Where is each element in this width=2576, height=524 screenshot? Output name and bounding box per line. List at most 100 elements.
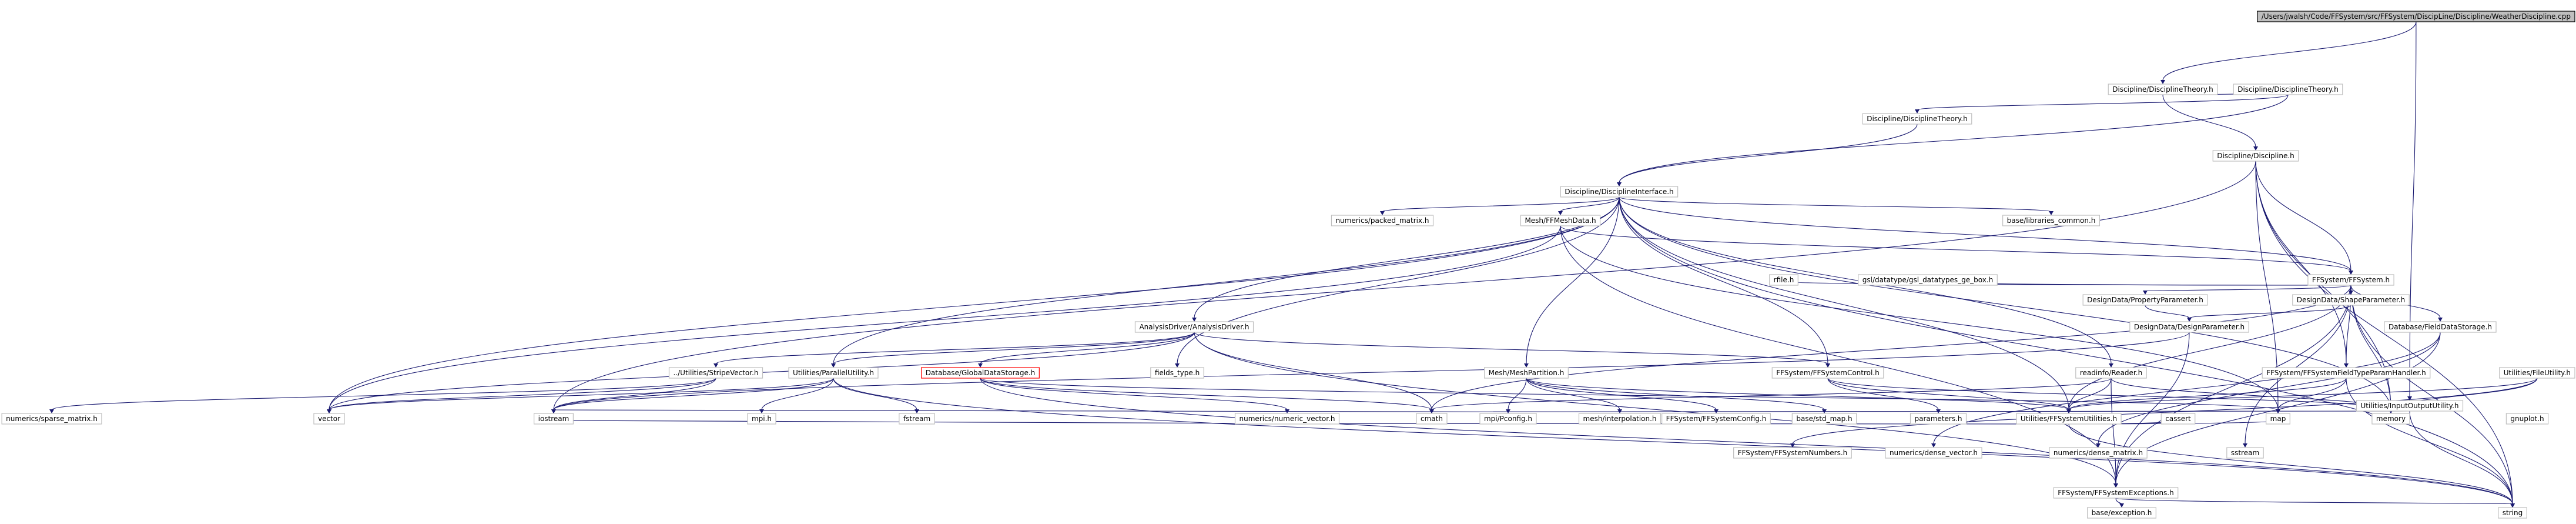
graph-node-ffsystem-ffsystemnumbers-h[interactable]: FFSystem/FFSystemNumbers.h (1733, 447, 1852, 459)
graph-edge-arrowhead (49, 409, 54, 413)
graph-node-label: numerics/dense_vector.h (1890, 449, 1978, 457)
graph-node-label: DesignData/ShapeParameter.h (2297, 296, 2405, 304)
graph-node-label: Discipline/Discipline.h (2217, 152, 2294, 160)
graph-edge (1508, 378, 1527, 410)
graph-node-database-fielddatastorage-h[interactable]: Database/FieldDataStorage.h (2384, 321, 2497, 333)
graph-edge (761, 378, 834, 410)
graph-node-base-std-map-h[interactable]: base/std_map.h (1791, 413, 1857, 425)
graph-node-numerics-dense-matrix-h[interactable]: numerics/dense_matrix.h (2049, 447, 2148, 459)
graph-node-memory[interactable]: memory (2371, 413, 2410, 425)
graph-edge (2346, 378, 2513, 505)
graph-node-parameters-h[interactable]: parameters.h (1910, 413, 1967, 425)
graph-node-utilities-ffsystemutilities-h[interactable]: Utilities/FFSystemUtilities.h (2016, 413, 2122, 425)
graph-node-label: memory (2376, 415, 2406, 423)
graph-node-ffsystem-ffsystem-h[interactable]: FFSystem/FFSystem.h (2307, 274, 2394, 286)
graph-node-base-exception-h[interactable]: base/exception.h (2087, 507, 2156, 519)
graph-edge-arrowhead (1192, 318, 1197, 322)
graph-node-label: FFSystem/FFSystemFieldTypeParamHandler.h (2266, 369, 2426, 377)
graph-node-numerics-packed-matrix-h[interactable]: numerics/packed_matrix.h (1331, 215, 1434, 226)
graph-nodes: /Users/jwalsh/Code/FFSystem/src/FFSystem… (1, 11, 2575, 519)
graph-node-users-jwalsh-code-ffsystem-src-ffsystem-discipline-discipline-weatherdiscipline-cpp[interactable]: /Users/jwalsh/Code/FFSystem/src/FFSystem… (2257, 11, 2575, 22)
graph-node-label: cassert (2165, 415, 2191, 423)
graph-node-label: DesignData/PropertyParameter.h (2087, 296, 2203, 304)
graph-node-discipline-disciplinetheory-h[interactable]: Discipline/DisciplineTheory.h (2108, 84, 2218, 95)
graph-edge-arrowhead (1915, 109, 1920, 114)
graph-node-designdata-shapeparameter-h[interactable]: DesignData/ShapeParameter.h (2292, 294, 2410, 306)
graph-edge (51, 378, 716, 410)
graph-node-label: gsl/datatype/gsl_datatypes_ge_box.h (1863, 276, 1994, 284)
graph-node-utilities-inputoutpututility-h[interactable]: Utilities/InputOutputUtility.h (2356, 400, 2464, 412)
graph-edge (329, 378, 834, 410)
graph-node-label: FFSystem/FFSystemNumbers.h (1738, 449, 1848, 457)
graph-node-cmath[interactable]: cmath (1416, 413, 1448, 425)
graph-node-label: Database/GlobalDataStorage.h (926, 369, 1036, 377)
graph-node-discipline-disciplinetheory-h[interactable]: Discipline/DisciplineTheory.h (1862, 113, 1972, 125)
graph-edge-arrowhead (915, 409, 919, 413)
graph-node-utilities-fileutility-h[interactable]: Utilities/FileUtility.h (2499, 367, 2575, 379)
graph-edge (1619, 196, 2351, 272)
graph-node-gsl-datatype-gsl-datatypes-ge-box-h[interactable]: gsl/datatype/gsl_datatypes_ge_box.h (1858, 274, 1998, 286)
graph-node-designdata-propertyparameter-h[interactable]: DesignData/PropertyParameter.h (2082, 294, 2208, 306)
graph-edge (1526, 378, 1620, 410)
graph-edge-arrowhead (2160, 80, 2165, 84)
graph-edge (1560, 225, 2351, 272)
graph-node-cassert[interactable]: cassert (2160, 413, 2196, 425)
graph-edge (1526, 378, 1717, 410)
graph-node-label: Discipline/DisciplineTheory.h (1867, 115, 1968, 123)
graph-node-fstream[interactable]: fstream (899, 413, 935, 425)
graph-node-label: FFSystem/FFSystem.h (2312, 276, 2390, 284)
graph-edge-arrowhead (2349, 271, 2353, 275)
graph-node-utilities-stripevector-h[interactable]: ../Utilities/StripeVector.h (668, 367, 763, 379)
graph-node-rfile-h[interactable]: rfile.h (1769, 274, 1798, 286)
graph-node-discipline-discipline-h[interactable]: Discipline/Discipline.h (2212, 150, 2299, 162)
graph-node-discipline-disciplineinterface-h[interactable]: Discipline/DisciplineInterface.h (1560, 186, 1679, 198)
graph-node-label: mpi.h (752, 415, 772, 423)
graph-node-label: numerics/packed_matrix.h (1335, 216, 1429, 225)
graph-edge (1619, 94, 2289, 183)
graph-edge (2068, 378, 2347, 410)
graph-edge-arrowhead (1175, 363, 1180, 368)
graph-node-utilities-parallelutility-h[interactable]: Utilities/ParallelUtility.h (788, 367, 879, 379)
graph-node-mpi-pconfig-h[interactable]: mpi/Pconfig.h (1479, 413, 1537, 425)
graph-edge-arrowhead (1790, 443, 1795, 448)
graph-node-readinfo-reader-h[interactable]: readinfo/Reader.h (2075, 367, 2147, 379)
graph-node-numerics-sparse-matrix-h[interactable]: numerics/sparse_matrix.h (1, 413, 102, 425)
graph-edge (1177, 196, 1620, 365)
graph-node-label: Utilities/FFSystemUtilities.h (2021, 415, 2117, 423)
graph-node-gnuplot-h[interactable]: gnuplot.h (2505, 413, 2549, 425)
graph-edge-arrowhead (1558, 211, 1563, 215)
graph-node-ffsystem-ffsystemcontrol-h[interactable]: FFSystem/FFSystemControl.h (1771, 367, 1884, 379)
graph-node-mesh-interpolation-h[interactable]: mesh/interpolation.h (1578, 413, 1661, 425)
graph-node-string[interactable]: string (2498, 507, 2527, 519)
graph-edge-arrowhead (2243, 443, 2247, 448)
graph-edge-arrowhead (1506, 409, 1510, 413)
graph-node-mpi-h[interactable]: mpi.h (747, 413, 776, 425)
graph-node-base-libraries-common-h[interactable]: base/libraries_common.h (2002, 215, 2101, 226)
graph-edge (1619, 196, 2513, 505)
graph-node-numerics-numeric-vector-h[interactable]: numerics/numeric_vector.h (1234, 413, 1340, 425)
graph-node-analysisdriver-analysisdriver-h[interactable]: AnalysisDriver/AnalysisDriver.h (1134, 321, 1254, 333)
graph-edge-arrowhead (2407, 396, 2412, 400)
graph-node-designdata-designparameter-h[interactable]: DesignData/DesignParameter.h (2129, 321, 2249, 333)
graph-node-ffsystem-ffsystemfieldtypeparamhandler-h[interactable]: FFSystem/FFSystemFieldTypeParamHandler.h (2262, 367, 2431, 379)
graph-node-mesh-ffmeshdata-h[interactable]: Mesh/FFMeshData.h (1520, 215, 1601, 226)
graph-node-label: gnuplot.h (2510, 415, 2544, 423)
graph-node-numerics-dense-vector-h[interactable]: numerics/dense_vector.h (1885, 447, 1982, 459)
graph-node-vector[interactable]: vector (313, 413, 345, 425)
graph-edge (1560, 196, 1620, 212)
graph-edge-arrowhead (978, 363, 983, 368)
graph-node-ffsystem-ffsystemconfig-h[interactable]: FFSystem/FFSystemConfig.h (1661, 413, 1771, 425)
graph-node-iostream[interactable]: iostream (534, 413, 574, 425)
graph-node-database-globaldatastorage-h[interactable]: Database/GlobalDataStorage.h (921, 367, 1040, 379)
graph-node-map[interactable]: map (2266, 413, 2290, 425)
graph-node-mesh-meshpartition-h[interactable]: Mesh/MeshPartition.h (1484, 367, 1569, 379)
graph-node-sstream[interactable]: sstream (2226, 447, 2264, 459)
graph-edge (1526, 196, 1620, 365)
graph-node-discipline-disciplinetheory-h[interactable]: Discipline/DisciplineTheory.h (2233, 84, 2343, 95)
graph-node-ffsystem-ffsystemexceptions-h[interactable]: FFSystem/FFSystemExceptions.h (2053, 487, 2179, 499)
graph-edge (2350, 285, 2513, 505)
graph-node-fields-type-h[interactable]: fields_type.h (1150, 367, 1204, 379)
graph-node-label: ../Utilities/StripeVector.h (673, 369, 758, 377)
graph-node-label: cmath (1421, 415, 1443, 423)
